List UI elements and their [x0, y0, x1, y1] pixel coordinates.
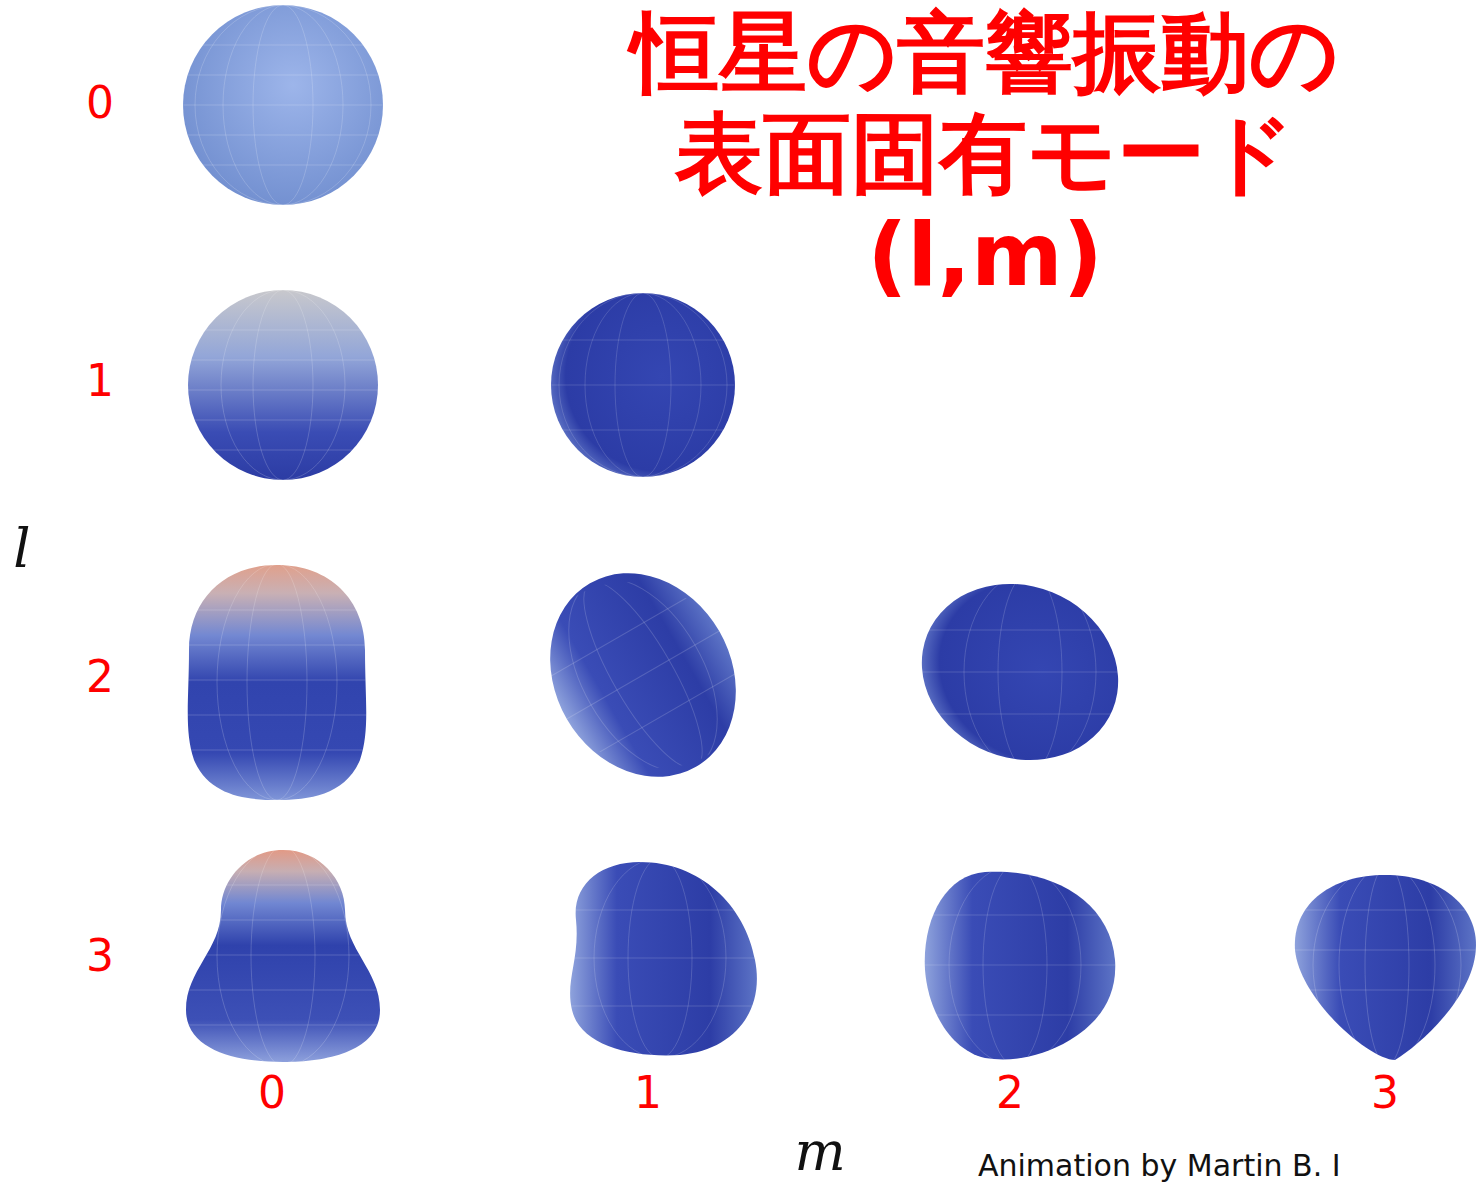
column-number: 3: [1371, 1067, 1399, 1118]
row-number: 3: [86, 930, 114, 981]
mode-shape: [560, 858, 770, 1058]
mode-shape: [915, 865, 1125, 1065]
mode-shape: [895, 555, 1145, 789]
column-number: 2: [996, 1067, 1024, 1118]
title: 恒星の音響振動の 表面固有モード (l,m): [585, 2, 1385, 306]
mode-shape: [1290, 865, 1480, 1065]
mode-shape: [180, 564, 380, 800]
column-number: 1: [634, 1067, 662, 1118]
mode-shape: [501, 530, 789, 819]
mode-shape: [540, 293, 750, 477]
row-number: 0: [86, 77, 114, 128]
column-number: 0: [258, 1067, 286, 1118]
credit-text: Animation by Martin B. I: [978, 1148, 1341, 1183]
mode-shape: [180, 846, 390, 1066]
axis-label: m: [794, 1120, 845, 1183]
row-number: 1: [86, 355, 114, 406]
row-number: 2: [86, 651, 114, 702]
mode-shape: [180, 290, 390, 480]
mode-shape: [180, 5, 390, 205]
axis-label: l: [13, 517, 30, 580]
